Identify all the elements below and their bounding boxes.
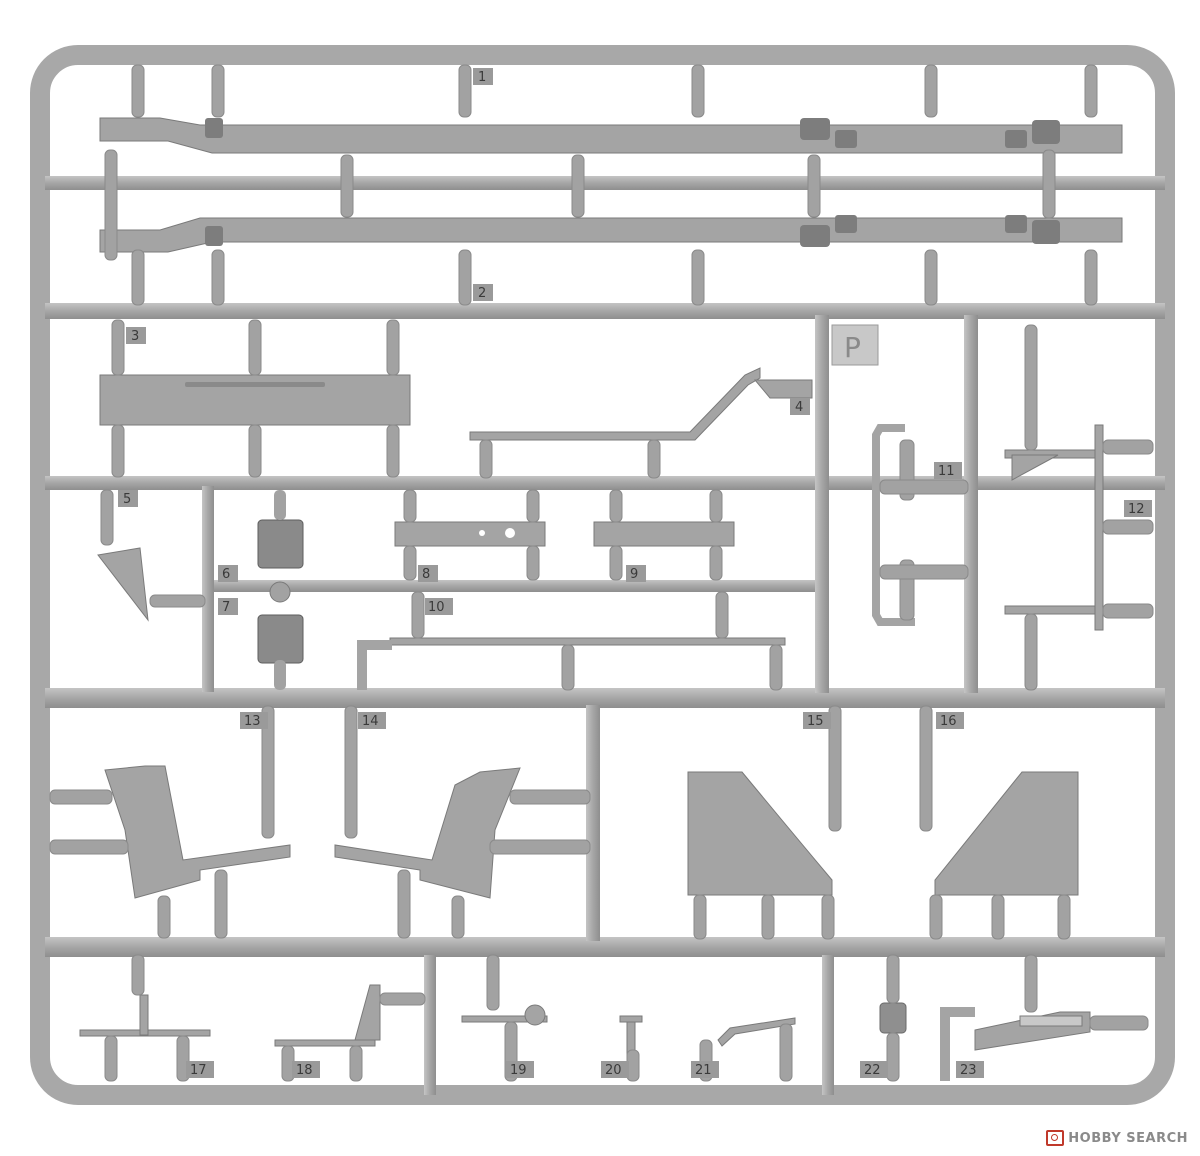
- part-number-tags: [118, 68, 1152, 1078]
- part-number-23: 23: [960, 1063, 977, 1078]
- part-number-16: 16: [940, 714, 957, 729]
- part-number-5: 5: [123, 492, 131, 507]
- part-22: [879, 1002, 907, 1034]
- part-number-4: 4: [795, 400, 803, 415]
- part-9: [593, 521, 735, 547]
- part-number-2: 2: [478, 286, 486, 301]
- part-12: [1004, 424, 1104, 631]
- watermark: HOBBY SEARCH: [1046, 1130, 1188, 1146]
- outer-frame: [30, 45, 1175, 1105]
- part-number-13: 13: [244, 714, 261, 729]
- part-13: [104, 765, 291, 899]
- chassis-rail-1: [99, 117, 1123, 154]
- part-15: [687, 771, 833, 896]
- part-8: [394, 521, 546, 547]
- part-number-1: 1: [478, 70, 486, 85]
- part-number-20: 20: [605, 1063, 622, 1078]
- part-number-3: 3: [131, 329, 139, 344]
- part-number-22: 22: [864, 1063, 881, 1078]
- part-17: [79, 994, 211, 1037]
- vertical-runners: [202, 315, 978, 1095]
- part-10-rod: [389, 637, 786, 646]
- chassis-rail-2: [99, 217, 1123, 253]
- part-number-15: 15: [807, 714, 824, 729]
- part-number-17: 17: [190, 1063, 207, 1078]
- part-number-10: 10: [428, 600, 445, 615]
- part-number-21: 21: [695, 1063, 712, 1078]
- part-number-6: 6: [222, 567, 230, 582]
- part-5: [97, 547, 149, 622]
- part-number-11: 11: [938, 464, 955, 479]
- part-21: [717, 1017, 796, 1047]
- rail-brackets: [205, 118, 1060, 247]
- part-16: [934, 771, 1079, 896]
- part-number-8: 8: [422, 567, 430, 582]
- hobby-search-logo-icon: [1046, 1130, 1065, 1146]
- sprue-letter-tag: [831, 324, 879, 366]
- part-11: [872, 424, 915, 626]
- part-number-7: 7: [222, 600, 230, 615]
- part-23: [974, 1011, 1091, 1051]
- part-14: [334, 767, 521, 899]
- part-4-lever: [469, 367, 761, 441]
- part-7: [257, 614, 304, 664]
- part-number-14: 14: [362, 714, 379, 729]
- part-number-labels: 1 2 3 4 5 6 7 8 9 10 11 12 13 14 15 16 1…: [123, 70, 1145, 1078]
- part-number-9: 9: [630, 567, 638, 582]
- part-number-18: 18: [296, 1063, 313, 1078]
- part-6: [257, 519, 304, 569]
- part-19: [461, 1004, 548, 1026]
- gates: [104, 64, 1098, 306]
- part-number-12: 12: [1128, 502, 1145, 517]
- part-number-19: 19: [510, 1063, 527, 1078]
- sprue-letter: P: [844, 331, 861, 364]
- part-18: [274, 984, 381, 1047]
- watermark-text: HOBBY SEARCH: [1068, 1130, 1188, 1146]
